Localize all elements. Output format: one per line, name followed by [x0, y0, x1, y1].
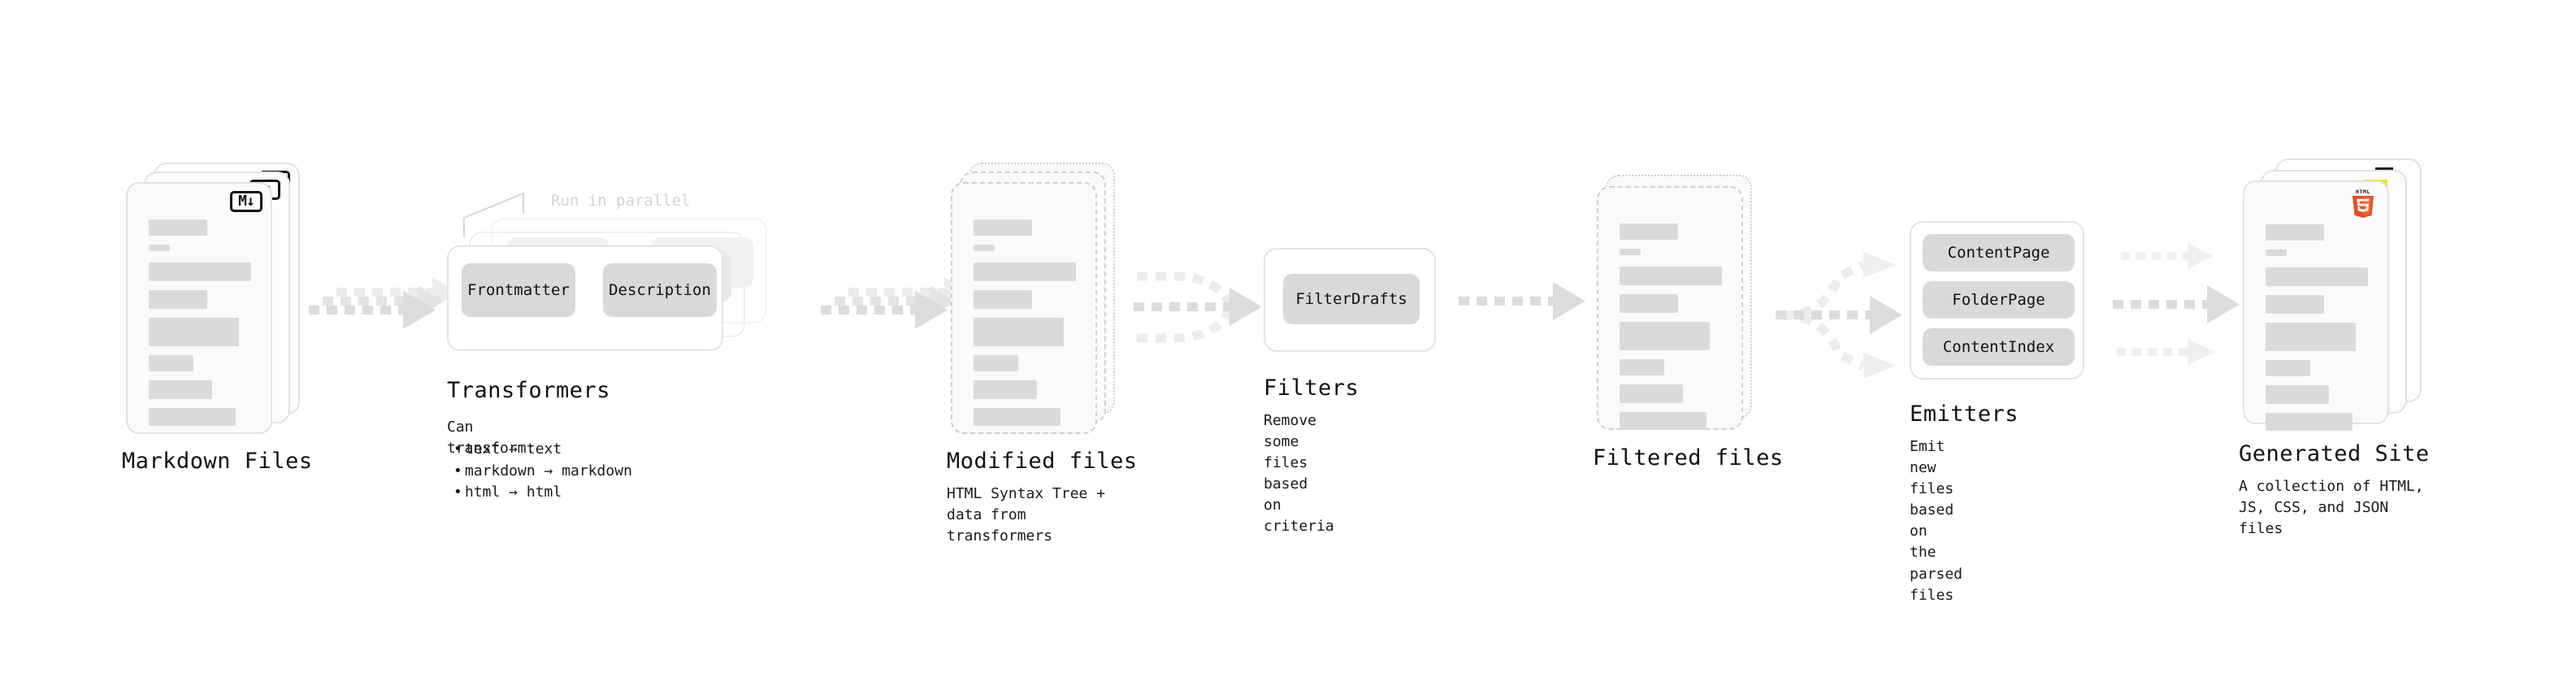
- skeleton-bar: [2266, 385, 2330, 404]
- emitter-pill-folderpage-label: FolderPage: [1952, 291, 2045, 309]
- skeleton-bar: [1620, 249, 1641, 255]
- skeleton-bar: [1620, 412, 1707, 430]
- skeleton-bar: [974, 262, 1076, 281]
- modified-files-card-front[interactable]: [951, 182, 1097, 434]
- skeleton-bar: [974, 408, 1061, 426]
- transformers-title: Transformers: [447, 378, 611, 403]
- skeleton-bar: [149, 245, 170, 251]
- transformer-pill-description-label: Description: [609, 281, 711, 299]
- transformers-capability-list: text → text markdown → markdown html → h…: [452, 439, 632, 504]
- skeleton-bar: [2266, 249, 2287, 256]
- run-in-parallel-label: Run in parallel: [551, 192, 691, 210]
- skeleton-bar: [149, 290, 207, 309]
- skeleton-bar: [974, 245, 995, 251]
- stage-modified-files: Modified files HTML Syntax Tree + data f…: [947, 163, 1137, 544]
- modified-files-title: Modified files: [947, 449, 1138, 474]
- skeleton-bar: [149, 318, 239, 346]
- skeleton-bar: [2266, 267, 2368, 286]
- emitter-pill-contentpage-label: ContentPage: [1947, 244, 2050, 262]
- skeleton-bar: [974, 290, 1032, 309]
- filter-pill-filterdrafts[interactable]: FilterDrafts: [1283, 274, 1420, 324]
- skeleton-bar: [149, 355, 194, 371]
- generated-site-card-html[interactable]: HTML: [2243, 180, 2389, 431]
- skeleton-bar: [2266, 224, 2324, 241]
- list-item: html → html: [452, 482, 632, 504]
- filtered-files-skeleton: [1620, 223, 1722, 439]
- arrow-filters-to-filtered: [1459, 280, 1597, 332]
- svg-text:HTML: HTML: [2356, 189, 2370, 195]
- skeleton-bar: [2266, 360, 2311, 376]
- filters-title: Filters: [1264, 375, 1360, 401]
- modified-files-skeleton: [974, 219, 1076, 435]
- stage-generated-site: HTML: [2239, 158, 2430, 537]
- generated-site-subtitle: A collection of HTML, JS, CSS, and JSON …: [2239, 478, 2424, 538]
- skeleton-bar: [1620, 294, 1678, 313]
- skeleton-bar: [149, 408, 236, 426]
- emitters-box[interactable]: ContentPage FolderPage ContentIndex: [1910, 221, 2084, 380]
- generated-site-skeleton: [2266, 224, 2368, 440]
- markdown-badge-front: M↓: [230, 191, 262, 212]
- emitter-pill-contentindex[interactable]: ContentIndex: [1923, 328, 2075, 366]
- emitter-pill-contentindex-label: ContentIndex: [1942, 338, 2055, 356]
- filters-box[interactable]: FilterDrafts: [1264, 248, 1436, 352]
- skeleton-bar: [2266, 295, 2324, 314]
- skeleton-bar: [1620, 359, 1665, 375]
- markdown-files-title: Markdown Files: [122, 449, 313, 474]
- skeleton-bar: [1620, 384, 1684, 403]
- modified-files-card-stack: [951, 163, 1130, 439]
- skeleton-bar: [2266, 323, 2356, 351]
- filtered-files-title: Filtered files: [1593, 445, 1784, 471]
- skeleton-bar: [974, 355, 1019, 371]
- transformer-pill-frontmatter-label: Frontmatter: [467, 281, 570, 299]
- emitters-title: Emitters: [1910, 401, 2019, 427]
- emitters-subtitle: Emit new files based on the parsed files: [1910, 438, 1963, 604]
- markdown-files-card-stack: M↓ M↓ M↓: [126, 163, 305, 439]
- run-in-parallel-bracket: [463, 192, 524, 237]
- transformer-pill-frontmatter[interactable]: Frontmatter: [462, 263, 575, 317]
- skeleton-bar: [1620, 267, 1722, 285]
- emitter-pill-contentpage[interactable]: ContentPage: [1923, 234, 2075, 271]
- skeleton-bar: [974, 318, 1064, 346]
- list-item: markdown → markdown: [452, 461, 632, 483]
- filtered-files-card-front[interactable]: [1597, 186, 1743, 430]
- list-item: text → text: [452, 439, 632, 461]
- filter-pill-filterdrafts-label: FilterDrafts: [1295, 290, 1407, 308]
- stage-markdown-files: M↓ M↓ M↓ Markdown Files: [122, 163, 312, 474]
- emitter-pill-folderpage[interactable]: FolderPage: [1923, 281, 2075, 319]
- skeleton-bar: [974, 219, 1032, 236]
- stage-filtered-files: Filtered files: [1593, 175, 1783, 471]
- skeleton-bar: [1620, 223, 1678, 240]
- arrow-modified-to-filters: [1134, 260, 1280, 361]
- arrow-emitters-to-site: [2113, 232, 2259, 381]
- arrow-filtered-to-emitters: [1776, 244, 1922, 385]
- skeleton-bar: [149, 380, 213, 399]
- skeleton-bar: [1620, 322, 1710, 350]
- arrow-markdown-to-transformers: [309, 268, 463, 353]
- html5-icon: HTML: [2353, 189, 2374, 218]
- skeleton-bar: [149, 262, 251, 281]
- generated-site-card-stack: HTML: [2243, 158, 2430, 435]
- modified-files-subtitle: HTML Syntax Tree + data from transformer…: [947, 485, 1106, 545]
- transformer-pill-description[interactable]: Description: [603, 263, 717, 317]
- filters-subtitle: Remove some files based on criteria: [1264, 412, 1334, 536]
- markdown-files-skeleton: [149, 219, 251, 435]
- markdown-files-card-front[interactable]: M↓: [126, 182, 272, 434]
- skeleton-bar: [974, 380, 1038, 399]
- generated-site-title: Generated Site: [2239, 441, 2430, 466]
- skeleton-bar: [2266, 413, 2353, 431]
- skeleton-bar: [149, 219, 207, 236]
- filtered-files-card-stack: [1597, 175, 1776, 435]
